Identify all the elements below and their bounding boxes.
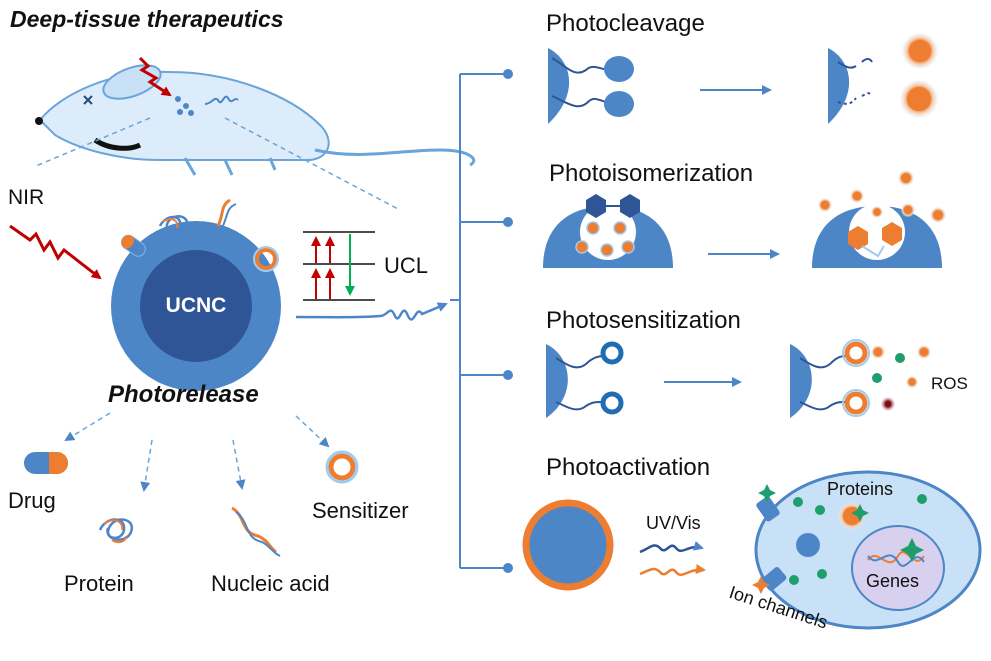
photocleavage-title: Photocleavage — [546, 10, 705, 37]
uvvis-label: UV/Vis — [646, 513, 701, 533]
sensitizer-label: Sensitizer — [312, 498, 409, 523]
ucnc-nanoparticle — [111, 198, 281, 391]
protein-label: Protein — [64, 571, 134, 596]
zoom-line-right — [224, 117, 401, 211]
photoisomerization-before — [543, 194, 673, 268]
zoom-line-left — [35, 117, 151, 167]
cell-illustration — [752, 470, 982, 630]
release-arrow-nucleic — [232, 439, 246, 490]
sensitizer-ring-icon — [325, 450, 359, 484]
nir-label: NIR — [8, 186, 45, 209]
nucleic-acid-label: Nucleic acid — [211, 571, 330, 596]
ucl-label: UCL — [384, 253, 429, 278]
photoactivation-title: Photoactivation — [546, 454, 711, 481]
cell-proteins-label: Proteins — [827, 479, 894, 499]
uvvis-wave-blue — [639, 541, 704, 554]
release-arrow-protein — [140, 439, 153, 492]
energy-level-diagram — [303, 231, 375, 301]
photoisomerization-after — [812, 170, 946, 268]
nucleic-acid-icon — [231, 506, 281, 557]
photosensitization-title: Photosensitization — [546, 307, 741, 334]
ucl-wave-arrow — [295, 302, 448, 321]
drug-capsule-icon — [24, 452, 68, 474]
photosensitization-after — [790, 339, 931, 418]
photosensitization-before — [546, 341, 624, 418]
release-arrow-drug — [64, 412, 111, 442]
ucnc-core-label: UCNC — [165, 294, 227, 317]
photorelease-label: Photorelease — [108, 381, 259, 408]
protein-icon — [98, 518, 134, 544]
main-title: Deep-tissue therapeutics — [10, 6, 284, 32]
drug-label: Drug — [8, 488, 56, 513]
photoactivation-particle — [522, 499, 614, 591]
photoisomerization-title: Photoisomerization — [549, 160, 754, 187]
uvvis-wave-orange — [639, 564, 706, 577]
mouse-illustration — [35, 56, 476, 176]
branch-bracket — [450, 69, 513, 573]
ros-label: ROS — [931, 374, 968, 393]
cell-genes-label: Genes — [866, 571, 920, 591]
nir-wave-arrow — [9, 224, 102, 280]
photocleavage-before — [548, 48, 634, 124]
photocleavage-after — [828, 33, 938, 124]
release-arrow-sensitizer — [295, 415, 330, 448]
